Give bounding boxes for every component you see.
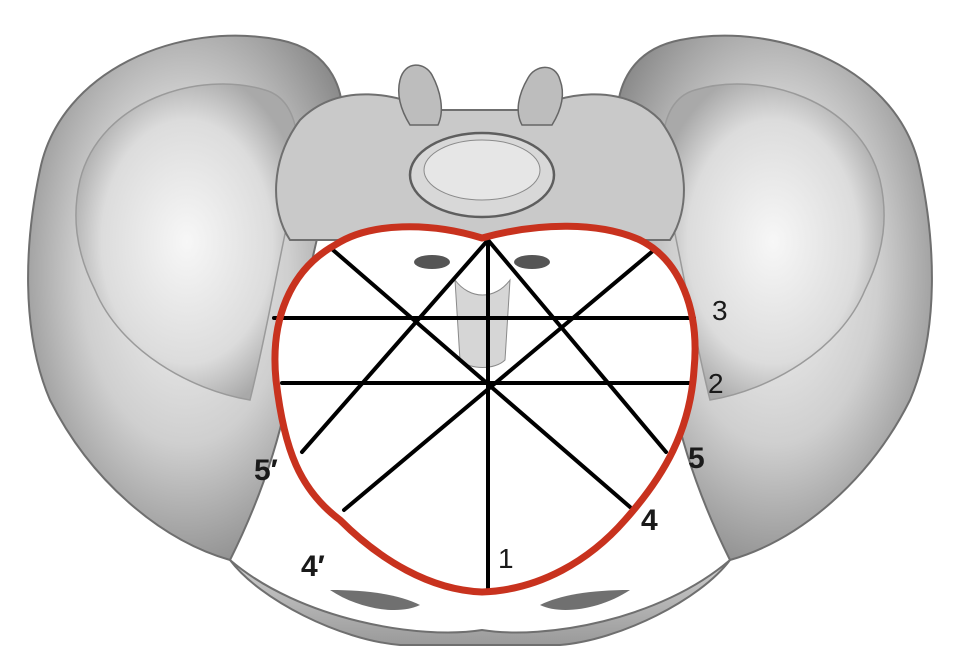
label-4: 4 <box>641 504 658 537</box>
label-5: 5 <box>688 442 705 475</box>
label-4-prime: 4′ <box>301 550 325 583</box>
sacral-foramen-left <box>414 255 450 269</box>
sacral-foramen-right <box>514 255 550 269</box>
label-5-prime: 5′ <box>254 454 278 487</box>
sacral-body-inner <box>424 140 540 200</box>
label-1: 1 <box>498 543 514 574</box>
label-2: 2 <box>708 368 724 399</box>
label-3: 3 <box>712 295 728 326</box>
